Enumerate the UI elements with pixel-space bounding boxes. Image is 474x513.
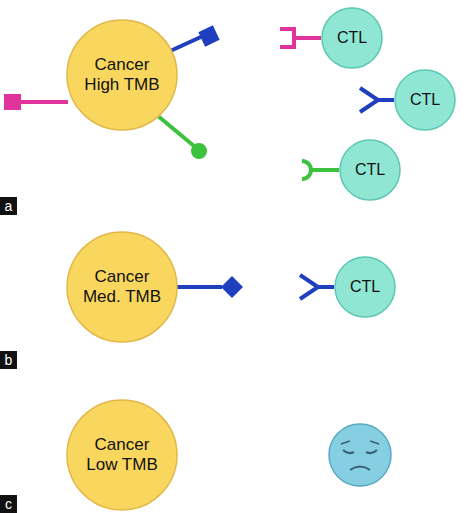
blue-receptor (360, 88, 394, 112)
blue-receptor (300, 275, 334, 299)
cell-label: CTL (337, 29, 367, 47)
ctl-cell: CTL (334, 256, 396, 318)
cell-label: Cancer Low TMB (79, 435, 165, 474)
cancer-cell: Cancer Low TMB (66, 399, 178, 511)
ctl-cell: CTL (321, 7, 383, 69)
ctl-cell: CTL (394, 69, 456, 131)
blue-square-antigen (168, 25, 220, 52)
panel-letter: a (0, 197, 17, 215)
cell-label: CTL (355, 161, 385, 179)
cell-label: Cancer Med. TMB (79, 267, 165, 306)
cancer-cell: Cancer High TMB (66, 19, 178, 131)
cancer-cell: Cancer Med. TMB (66, 231, 178, 343)
green-receptor (302, 161, 339, 179)
magenta-antigen (4, 94, 68, 110)
sad-face (329, 424, 391, 486)
cell-label: Cancer High TMB (79, 55, 165, 94)
magenta-receptor (280, 29, 321, 47)
ctl-cell: CTL (339, 139, 401, 201)
panel-letter: c (0, 495, 17, 513)
blue-diamond-antigen (177, 276, 243, 298)
green-round-antigen (158, 116, 207, 159)
cell-label: CTL (410, 91, 440, 109)
panel-letter: b (0, 351, 17, 369)
cell-label: CTL (350, 278, 380, 296)
